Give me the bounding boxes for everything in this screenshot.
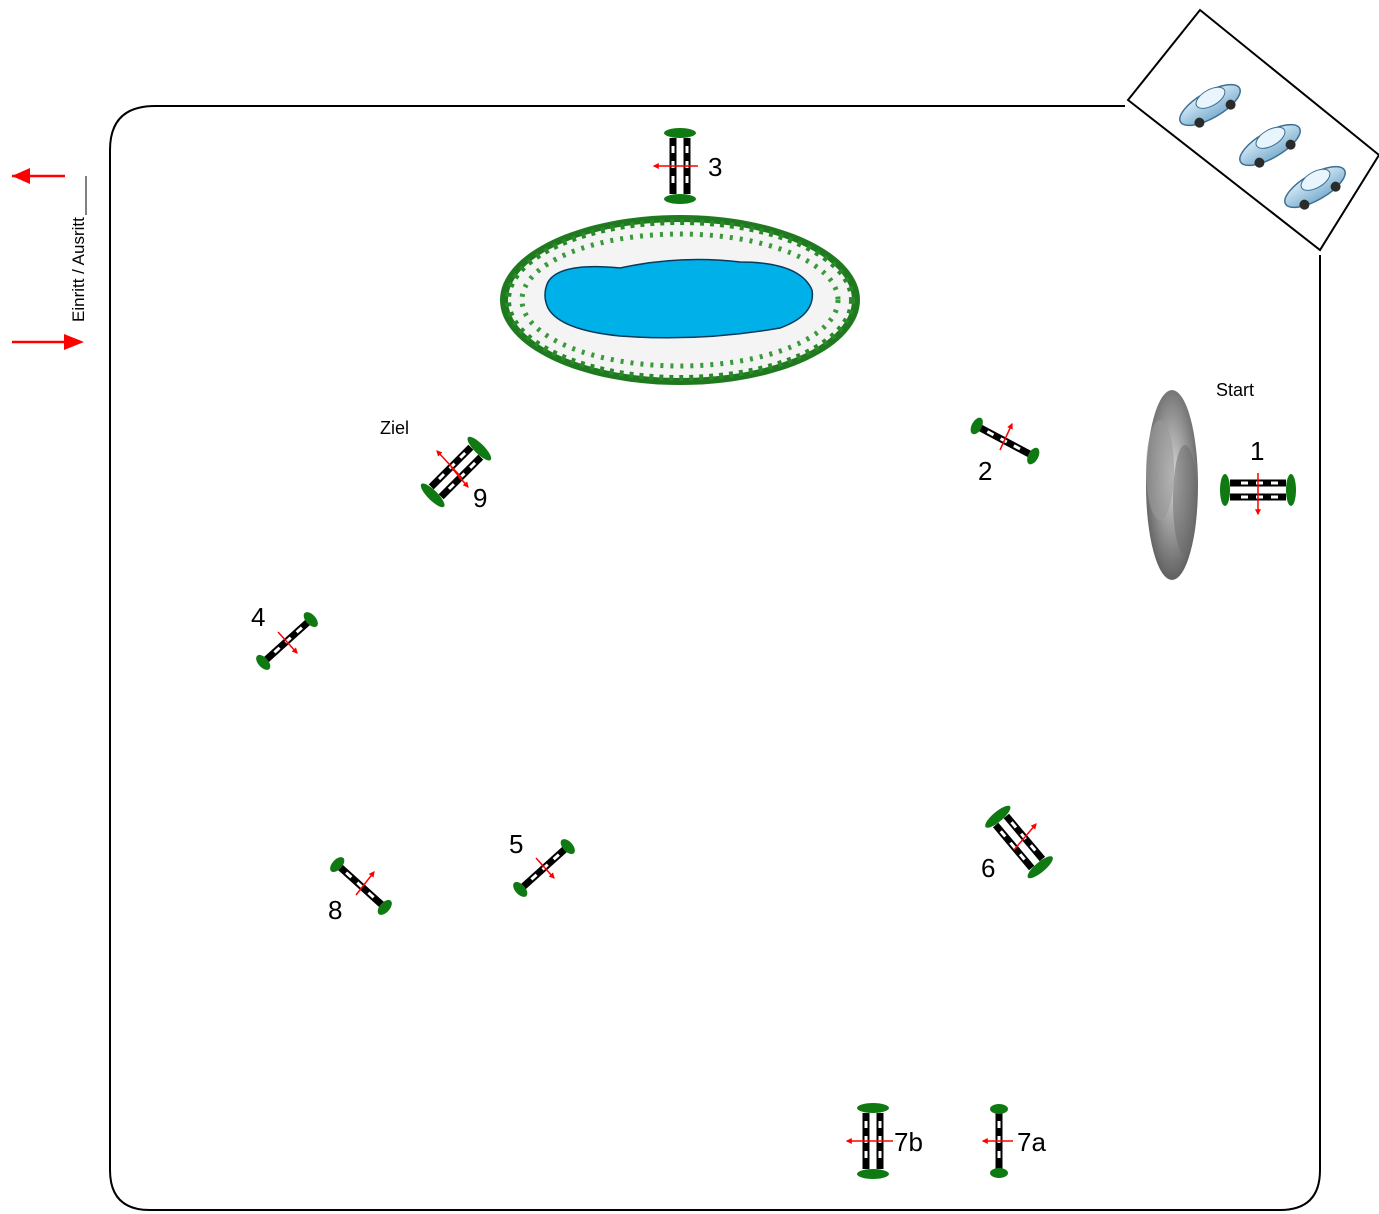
entry-exit-marker: Einritt / Ausritt [12, 168, 88, 350]
start-label: Start [1216, 380, 1254, 400]
obstacle-8: 8 [327, 855, 394, 925]
obstacle-6: 6 [981, 803, 1056, 883]
obstacle-5: 5 [509, 829, 578, 899]
obstacle-label: 1 [1250, 436, 1264, 466]
obstacle-label: 8 [328, 895, 342, 925]
obstacle-label: 7a [1017, 1127, 1046, 1157]
obstacle-label: 3 [708, 152, 722, 182]
obstacle-label: 4 [251, 602, 265, 632]
obstacle-1: 1 [1220, 436, 1296, 514]
pond-area [500, 215, 860, 385]
obstacle-label: 2 [978, 456, 992, 486]
obstacle-label: 6 [981, 853, 995, 883]
water-pond [545, 260, 812, 338]
finish-label: Ziel [380, 418, 409, 438]
obstacle-2: 2 [968, 416, 1042, 486]
obstacle-label: 5 [509, 829, 523, 859]
obstacle-7a: 7a [983, 1104, 1046, 1178]
obstacle-label: 7b [894, 1127, 923, 1157]
obstacle-3: 3 [654, 128, 722, 204]
tree-icon [1146, 390, 1198, 580]
parking-area [1128, 10, 1379, 250]
obstacle-label: 9 [473, 483, 487, 513]
obstacle-9: 9 [418, 434, 494, 513]
obstacle-7b: 7b [847, 1103, 923, 1179]
entry-exit-label: Einritt / Ausritt [69, 217, 88, 322]
obstacle-4: 4 [251, 602, 321, 672]
